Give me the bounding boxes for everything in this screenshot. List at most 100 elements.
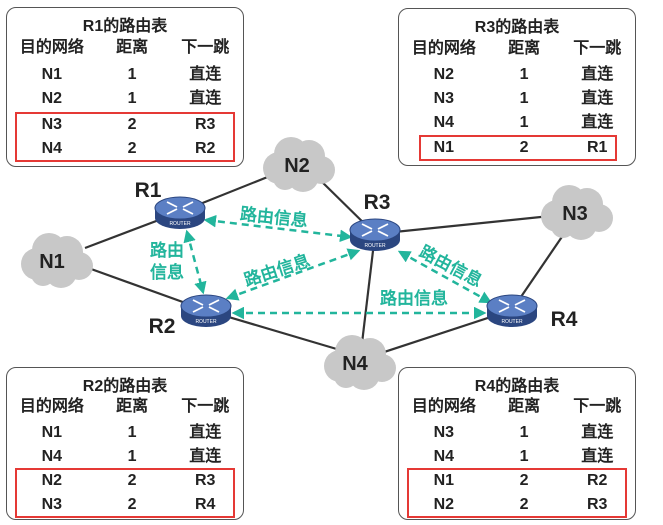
table-row: N4 1 直连 bbox=[7, 445, 243, 469]
table-header-row: 目的网络 距离 下一跳 bbox=[7, 395, 243, 419]
table-row: N1 1 直连 bbox=[7, 63, 243, 87]
cell-distance: 2 bbox=[519, 139, 529, 156]
table-header-row: 目的网络 距离 下一跳 bbox=[7, 36, 243, 60]
cell-next-hop: R3 bbox=[195, 116, 216, 133]
routing-table-r2: R2的路由表 目的网络 距离 下一跳 N1 1 直连 N4 1 直连 N2 2 … bbox=[6, 367, 244, 520]
cell-distance: 2 bbox=[519, 496, 529, 513]
router-r2: ROUTER bbox=[180, 294, 232, 327]
table-row: N3 1 直连 bbox=[399, 421, 635, 445]
table-row: N2 2 R3 bbox=[7, 469, 243, 493]
cell-next-hop: 直连 bbox=[581, 114, 614, 131]
cell-destination: N4 bbox=[433, 114, 455, 131]
cell-next-hop: 直连 bbox=[189, 66, 222, 83]
router-r3: ROUTER bbox=[349, 218, 401, 251]
router-arrows-icon bbox=[498, 299, 526, 313]
cell-distance: 2 bbox=[127, 116, 137, 133]
table-row: N4 1 直连 bbox=[399, 111, 635, 135]
cell-next-hop: 直连 bbox=[581, 424, 614, 441]
routing-table-r3: R3的路由表 目的网络 距离 下一跳 N2 1 直连 N3 1 直连 N4 1 … bbox=[398, 8, 636, 166]
header-distance: 距离 bbox=[508, 398, 541, 415]
cell-destination: N3 bbox=[433, 90, 455, 107]
network-label-n4: N4 bbox=[342, 353, 368, 375]
cell-distance: 2 bbox=[127, 140, 137, 157]
routing-info-label-r1-r2-line2: 信息 bbox=[150, 262, 184, 282]
table-row: N2 1 直连 bbox=[399, 63, 635, 87]
cell-distance: 1 bbox=[127, 448, 137, 465]
cell-distance: 2 bbox=[127, 472, 137, 489]
table-row: N2 2 R3 bbox=[399, 493, 635, 517]
cell-destination: N2 bbox=[433, 66, 455, 83]
cell-destination: N3 bbox=[433, 424, 455, 441]
link-r3-n3 bbox=[374, 212, 571, 236]
highlight-box bbox=[419, 135, 617, 161]
header-distance: 距离 bbox=[116, 39, 149, 56]
table-row: N3 2 R3 bbox=[7, 113, 243, 137]
cell-next-hop: R1 bbox=[587, 139, 608, 156]
network-label-n3: N3 bbox=[562, 203, 588, 225]
header-destination: 目的网络 bbox=[19, 398, 84, 415]
table-title: R2的路由表 bbox=[82, 378, 168, 395]
router-label-r3: R3 bbox=[364, 191, 391, 214]
network-label-n1: N1 bbox=[39, 251, 65, 273]
table-row: N3 2 R4 bbox=[7, 493, 243, 517]
header-next-hop: 下一跳 bbox=[573, 398, 622, 415]
table-row: N1 1 直连 bbox=[7, 421, 243, 445]
cell-next-hop: 直连 bbox=[189, 90, 222, 107]
router-r1: ROUTER bbox=[154, 196, 206, 229]
cell-distance: 1 bbox=[519, 90, 529, 107]
routing-info-label-r2-r3: 路由信息 bbox=[242, 250, 313, 290]
router-r4: ROUTER bbox=[486, 294, 538, 327]
header-destination: 目的网络 bbox=[19, 39, 84, 56]
cloud-n4: N4 bbox=[324, 335, 396, 390]
routing-table-r4: R4的路由表 目的网络 距离 下一跳 N3 1 直连 N4 1 直连 N1 2 … bbox=[398, 367, 636, 520]
table-row: N3 1 直连 bbox=[399, 87, 635, 111]
router-badge: ROUTER bbox=[195, 319, 217, 325]
cloud-n1: N1 bbox=[21, 233, 93, 288]
cell-destination: N1 bbox=[41, 66, 63, 83]
table-title: R4的路由表 bbox=[474, 378, 560, 395]
header-distance: 距离 bbox=[116, 398, 149, 415]
arrow-r3-r4 bbox=[397, 250, 493, 304]
cell-destination: N4 bbox=[433, 448, 455, 465]
table-header-row: 目的网络 距离 下一跳 bbox=[399, 395, 635, 419]
arrow-r1-r3 bbox=[203, 214, 353, 243]
cell-distance: 2 bbox=[127, 496, 137, 513]
router-arrows-icon bbox=[166, 201, 194, 215]
table-row: N1 2 R1 bbox=[399, 136, 635, 160]
table-row: N4 2 R2 bbox=[7, 137, 243, 161]
cell-next-hop: R2 bbox=[195, 140, 216, 157]
cell-distance: 1 bbox=[519, 66, 529, 83]
table-title: R3的路由表 bbox=[474, 19, 560, 36]
router-arrows-icon bbox=[361, 223, 389, 237]
router-badge: ROUTER bbox=[169, 221, 191, 227]
network-label-n2: N2 bbox=[284, 155, 310, 177]
cell-next-hop: R2 bbox=[587, 472, 608, 489]
routing-table-r1: R1的路由表 目的网络 距离 下一跳 N1 1 直连 N2 1 直连 N3 2 … bbox=[6, 7, 244, 167]
header-destination: 目的网络 bbox=[411, 398, 476, 415]
cell-next-hop: 直连 bbox=[189, 424, 222, 441]
cell-destination: N1 bbox=[433, 472, 455, 489]
arrow-r1-r2 bbox=[183, 229, 207, 295]
cloud-n2: N2 bbox=[263, 137, 335, 192]
cloud-n3: N3 bbox=[541, 185, 613, 240]
cell-destination: N4 bbox=[41, 140, 63, 157]
cell-destination: N2 bbox=[433, 496, 455, 513]
cell-distance: 1 bbox=[127, 424, 137, 441]
router-badge: ROUTER bbox=[501, 319, 523, 325]
header-destination: 目的网络 bbox=[411, 40, 476, 57]
table-row: N4 1 直连 bbox=[399, 445, 635, 469]
cell-next-hop: R3 bbox=[195, 472, 216, 489]
cell-next-hop: R3 bbox=[587, 496, 608, 513]
cell-destination: N2 bbox=[41, 472, 63, 489]
header-distance: 距离 bbox=[508, 40, 541, 57]
router-label-r4: R4 bbox=[551, 308, 578, 331]
routing-info-label-r2-r4: 路由信息 bbox=[380, 288, 448, 308]
cell-distance: 1 bbox=[519, 448, 529, 465]
cell-destination: N4 bbox=[41, 448, 63, 465]
router-badge: ROUTER bbox=[364, 243, 386, 249]
router-label-r2: R2 bbox=[149, 315, 176, 338]
header-next-hop: 下一跳 bbox=[181, 39, 230, 56]
routing-info-label-r1-r3: 路由信息 bbox=[239, 204, 309, 231]
table-row: N1 2 R2 bbox=[399, 469, 635, 493]
header-next-hop: 下一跳 bbox=[181, 398, 230, 415]
